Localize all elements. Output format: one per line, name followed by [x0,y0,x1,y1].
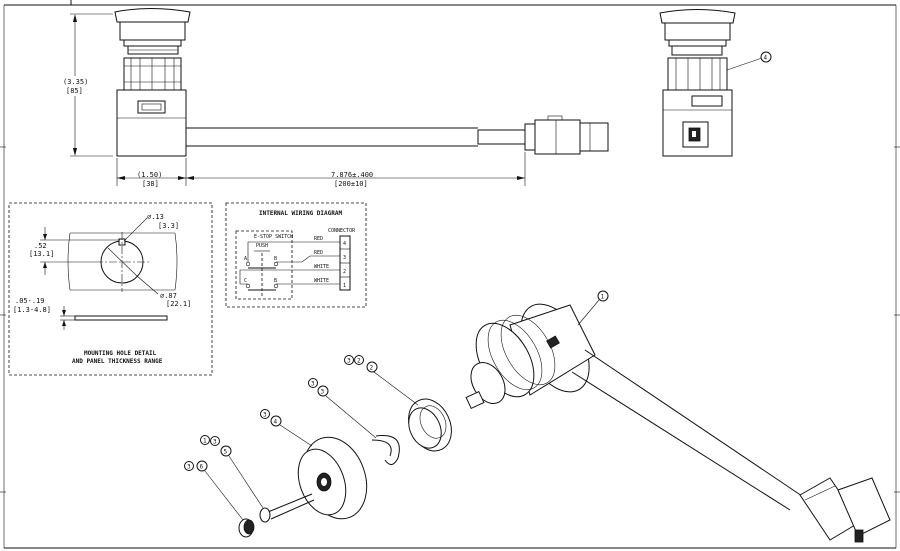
wire-1: RED [314,236,323,242]
width-inch-label: (1.50) [137,171,162,179]
detail-caption-2: AND PANEL THICKNESS RANGE [72,358,163,365]
terminal-c: C [244,278,247,284]
part-balloons: 1 3 2 2 3 3 3 4 1 3 5 3 [184,290,609,521]
cable-mm-label: [200±10] [334,180,368,188]
balloon-clip-a: 3 [311,381,315,388]
detail-caption-1: MOUNTING HOLE DETAIL [84,350,157,357]
balloon-end-a: 3 [187,464,191,471]
balloon-screw-b: 3 [213,439,217,446]
wire-4: WHITE [314,278,329,284]
balloon-side: 4 [764,55,768,62]
mounting-hole-detail: .52 [13.1] ⌀.13 [3.3] ⌀.87 [22.1] .05-.1… [8,202,213,376]
screw-part [259,493,315,523]
width-mm-label: [38] [142,180,159,188]
cap-part [297,436,368,520]
panel-mm-label: [1.3-4.8] [13,306,51,314]
big-hole-mm-label: [22.1] [166,300,191,308]
balloon-screw-c: 5 [224,449,228,456]
pin-4: 4 [343,241,346,247]
big-hole-inch-label: ⌀.87 [160,292,177,300]
end-cap-part [238,518,255,538]
wire-2: RED [314,250,323,256]
height-mm-label: [85] [66,87,83,95]
clip-part [371,434,400,465]
balloon-nut-c: 2 [370,365,374,372]
small-hole-mm-label: [3.3] [158,222,179,230]
connector-label: CONNECTOR [328,228,356,234]
balloon-cap-b: 4 [274,419,278,426]
switch-label: E-STOP SWITCH [254,234,293,240]
pin-3: 3 [343,255,346,261]
exploded-view: 1 3 2 2 3 3 3 4 1 3 5 3 [184,290,891,543]
balloon-end-b: 6 [200,464,204,471]
balloon-screw-a: 1 [203,438,207,445]
pin-2: 2 [343,269,346,275]
edge-ticks [0,146,900,493]
balloon-nut-b: 2 [357,358,361,365]
wiring-title: INTERNAL WIRING DIAGRAM [259,210,342,217]
sheet-frame [3,0,897,549]
length-dimensions: (1.50) [38] 7.876±.400 [200±10] [116,152,526,188]
balloon-main: 1 [601,294,605,301]
pin-1: 1 [343,283,346,289]
offset-inch-label: .52 [34,242,47,250]
wiring-diagram: INTERNAL WIRING DIAGRAM CONNECTOR E-STOP… [225,202,367,308]
balloon-nut-a: 3 [347,358,351,365]
offset-mm-label: [13.1] [29,250,54,258]
terminal-a: A [244,256,247,262]
side-view: 4 [659,9,772,157]
balloon-cap-a: 3 [263,412,267,419]
height-inch-label: (3.35) [63,78,88,86]
switch-body [465,303,891,543]
terminal-b2: B [274,278,277,284]
terminal-b1: B [274,256,277,262]
nut-part [408,398,452,452]
height-dimension: (3.35) [85] [63,13,113,157]
panel-inch-label: .05-.19 [15,297,45,305]
push-label: PUSH [256,243,268,249]
small-hole-inch-label: ⌀.13 [147,213,164,221]
balloon-clip-b: 3 [321,389,325,396]
wire-3: WHITE [314,264,329,270]
cable-inch-label: 7.876±.400 [331,171,373,179]
front-view [114,8,609,157]
